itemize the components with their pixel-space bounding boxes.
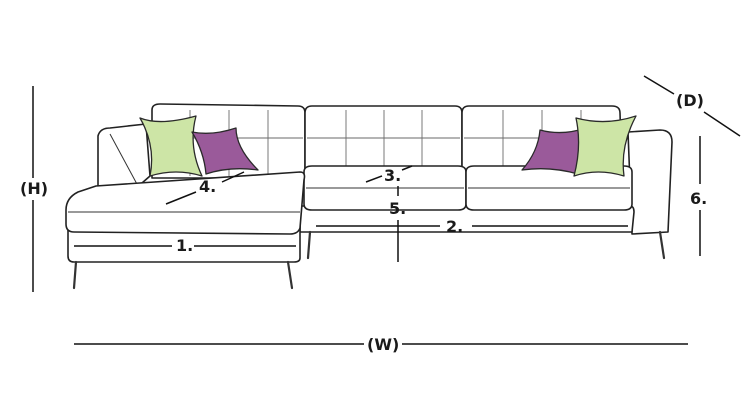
depth-label: (D) [676, 91, 704, 110]
dimension-labels: (H) (W) (D) 6. 1. 2. 5. 3. 4. [20, 91, 707, 354]
pillow-green-left [139, 115, 203, 177]
pillow-green-right [573, 115, 637, 177]
chaise-cushion [65, 171, 306, 235]
width-label: (W) [367, 335, 399, 354]
seat-depth-line [365, 165, 413, 183]
left-arm [97, 123, 151, 191]
sofa-legs [72, 230, 666, 290]
chaise-depth-label: 4. [199, 177, 216, 196]
chaise-depth-line [165, 171, 245, 205]
depth-line [643, 75, 741, 137]
seat-height-label: 5. [389, 199, 406, 218]
pillow-purple-left [191, 127, 259, 175]
corner-sofa-illustration [65, 103, 673, 290]
dimension-lines [32, 75, 741, 345]
scatter-pillows [139, 115, 637, 177]
chaise-base [67, 225, 301, 263]
seat-width-main-label: 2. [446, 217, 463, 236]
arm-height-label: 6. [690, 189, 707, 208]
right-arm [627, 129, 673, 235]
seat-depth-label: 3. [384, 166, 401, 185]
height-label: (H) [20, 179, 48, 198]
seat-width-chaise-label: 1. [176, 236, 193, 255]
